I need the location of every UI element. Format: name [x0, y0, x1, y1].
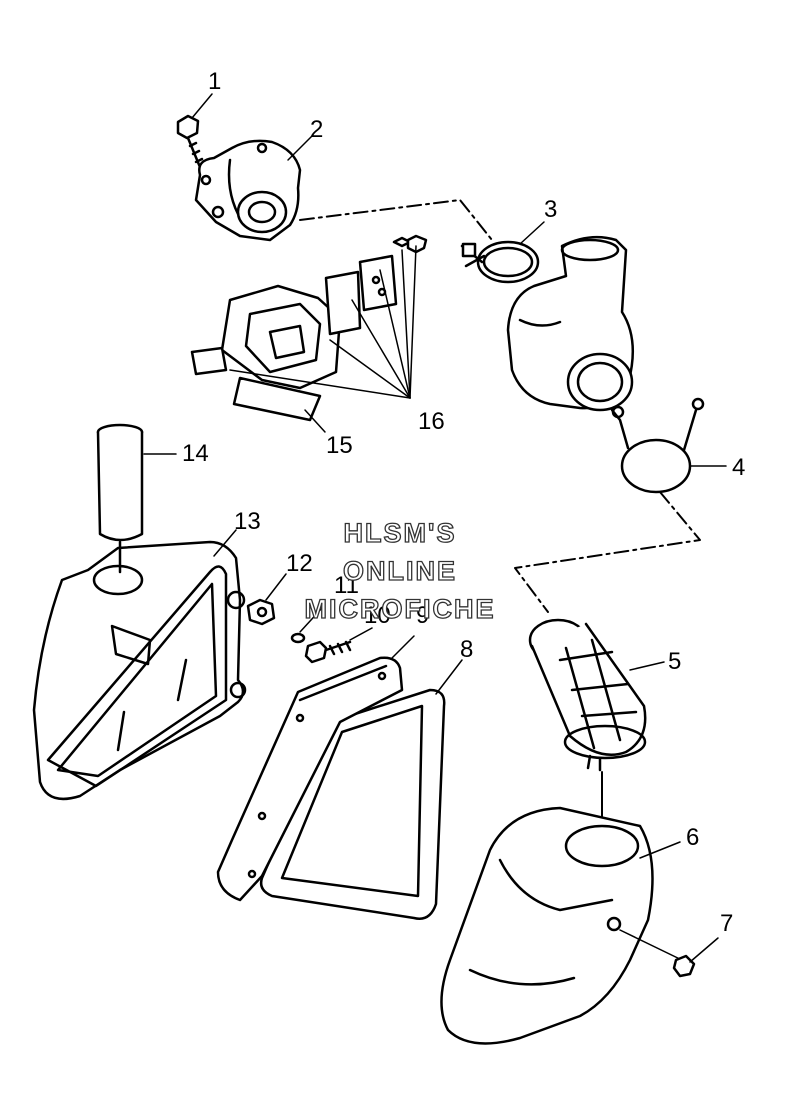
part-13-airbox-upper — [32, 540, 247, 801]
leader-5 — [629, 661, 665, 671]
leader-10 — [349, 627, 373, 641]
callout-15: 15 — [326, 432, 353, 459]
part-3-clamp — [460, 240, 540, 284]
leader-1 — [191, 93, 213, 119]
leader-9 — [391, 635, 415, 659]
callout-5: 5 — [668, 648, 682, 675]
watermark-line-1: HLSM'S — [343, 518, 457, 548]
leader-13 — [213, 529, 237, 557]
callout-1: 1 — [208, 68, 222, 95]
callout-8: 8 — [460, 636, 474, 663]
part-10-screw — [304, 640, 352, 664]
part-1-screw — [176, 114, 204, 174]
part-2-throttle-body — [194, 139, 302, 242]
callout-10: 10 — [364, 602, 391, 629]
intake-elbow — [506, 235, 634, 412]
part-4-ring — [610, 397, 705, 494]
part-7-screw — [619, 929, 719, 978]
leader-8 — [435, 659, 463, 695]
connector-4-5 — [514, 491, 701, 613]
watermark-line-2: ONLINE — [342, 556, 457, 586]
reed-valve-assembly — [190, 234, 428, 422]
callout-2: 2 — [310, 116, 324, 143]
callout-11: 11 — [334, 572, 359, 599]
part-12-nut — [246, 573, 287, 626]
part-8-filter-frame — [259, 688, 446, 920]
leader-3 — [519, 221, 545, 245]
callout-13: 13 — [234, 508, 261, 535]
part-14-tube — [96, 423, 144, 574]
leaders-15-16 — [229, 245, 417, 433]
leader-2 — [287, 135, 313, 161]
callout-7: 7 — [720, 910, 734, 937]
callout-12: 12 — [286, 550, 313, 577]
part-6-airbox-lower — [440, 806, 654, 1045]
callout-4: 4 — [732, 454, 746, 481]
part-11-washer — [290, 607, 323, 644]
callout-3: 3 — [544, 196, 558, 223]
callout-9: 9 — [416, 602, 430, 629]
leader-6 — [639, 841, 681, 859]
callout-14: 14 — [182, 440, 209, 467]
part-9-filter-element — [216, 656, 404, 902]
callout-16: 16 — [418, 408, 445, 435]
watermark-line-3: MICROFICHE — [304, 594, 496, 624]
connector-2-3 — [299, 199, 493, 241]
callout-6: 6 — [686, 824, 700, 851]
part-5-boot — [528, 618, 647, 772]
